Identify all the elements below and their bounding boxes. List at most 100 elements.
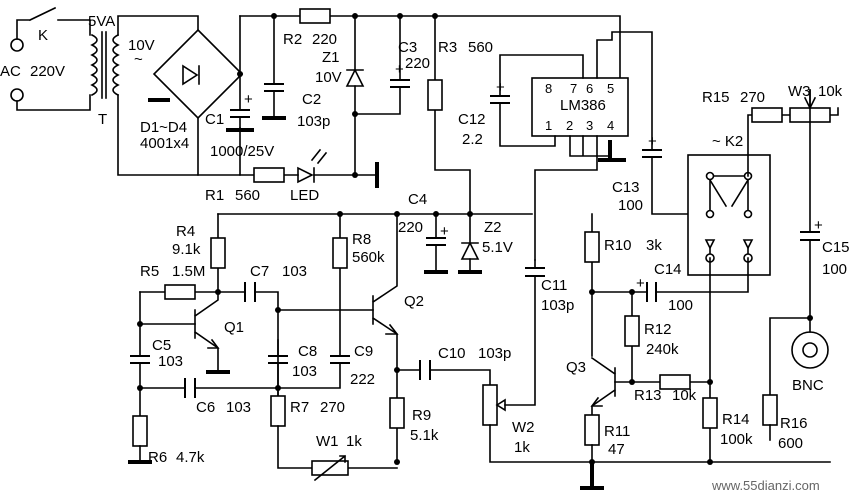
r4-value: 9.1k: [172, 241, 201, 258]
r10-label: R10: [604, 237, 632, 254]
pin-2: 2: [566, 118, 573, 133]
r16-value: 600: [778, 435, 803, 452]
mains-voltage: 220V: [30, 63, 65, 80]
diode-part: 4001x4: [140, 135, 189, 152]
r9-label: R9: [412, 407, 431, 424]
switch-label: K: [38, 27, 48, 44]
c1-plus: +: [244, 91, 253, 108]
r5-label: R5: [140, 263, 159, 280]
c4-plus: +: [440, 223, 449, 240]
c10-label: C10: [438, 345, 466, 362]
r9-value: 5.1k: [410, 427, 439, 444]
r3-label: R3: [438, 39, 457, 56]
c6-value: 103: [226, 399, 251, 416]
c1-value: 1000/25V: [210, 143, 274, 160]
r13-label: R13: [634, 387, 662, 404]
r14-value: 100k: [720, 431, 753, 448]
r13-value: 10k: [672, 387, 697, 404]
z1-value: 10V: [315, 69, 342, 86]
c6-label: C6: [196, 399, 215, 416]
c5-value: 103: [158, 353, 183, 370]
ac-label: AC: [0, 63, 21, 80]
r1-value: 560: [235, 187, 260, 204]
r8-value: 560k: [352, 249, 385, 266]
r15-value: 270: [740, 89, 765, 106]
c14-label: C14: [654, 261, 682, 278]
r11-value: 47: [608, 441, 625, 458]
c10-value: 103p: [478, 345, 511, 362]
secondary-voltage: 10V: [128, 37, 155, 54]
c12-value: 2.2: [462, 131, 483, 148]
k2-label: ~ K2: [712, 133, 743, 150]
w2-label: W2: [512, 419, 535, 436]
r7-value: 270: [320, 399, 345, 416]
c15-value: 100: [822, 261, 847, 278]
c7-label: C7: [250, 263, 269, 280]
q2-label: Q2: [404, 293, 424, 310]
r1-label: R1: [205, 187, 224, 204]
r3-value: 560: [468, 39, 493, 56]
r2-value: 220: [312, 31, 337, 48]
pin-3: 3: [586, 118, 593, 133]
r12-value: 240k: [646, 341, 679, 358]
w1-value: 1k: [346, 433, 362, 450]
c3-value: 220: [405, 55, 430, 72]
c15-plus: +: [814, 217, 823, 234]
ic-label: LM386: [560, 97, 606, 114]
transformer-rating: 5VA: [88, 13, 115, 30]
c11-label: C11: [541, 277, 567, 294]
c8-value: 103: [292, 363, 317, 380]
w3-value: 10k: [818, 83, 843, 100]
w2-value: 1k: [514, 439, 530, 456]
wires: [10, 6, 839, 490]
r11-label: R11: [604, 423, 630, 440]
r5-value: 1.5M: [172, 263, 205, 280]
c4-value: 220: [398, 219, 423, 236]
r14-label: R14: [722, 411, 750, 428]
pin-8: 8: [545, 81, 552, 96]
r2-label: R2: [283, 31, 302, 48]
d1d4-label: D1~D4: [140, 119, 187, 136]
pin-6: 6: [586, 81, 593, 96]
watermark: www.55dianzi.com: [711, 478, 820, 493]
z2-label: Z2: [484, 219, 502, 236]
c3-plus: +: [395, 61, 404, 78]
c8-label: C8: [298, 343, 317, 360]
c11-value: 103p: [541, 297, 574, 314]
pin-5: 5: [607, 81, 614, 96]
junction-dots: [137, 13, 813, 465]
c2-label: C2: [302, 91, 321, 108]
z2-value: 5.1V: [482, 239, 513, 256]
tilde-label: ~: [134, 51, 143, 68]
q3-label: Q3: [566, 359, 586, 376]
bnc-label: BNC: [792, 377, 824, 394]
c9-value: 222: [350, 371, 375, 388]
pin-1: 1: [545, 118, 552, 133]
c4-label: C4: [408, 191, 427, 208]
led-label: LED: [290, 187, 319, 204]
c3-label: C3: [398, 39, 417, 56]
r6-label: R6: [148, 449, 167, 466]
pin-7: 7: [570, 81, 577, 96]
labels: K 5VA AC 220V 10V ~ T D1~D4 4001x4 C1 10…: [0, 13, 850, 493]
c12-plus: +: [496, 79, 505, 96]
r4-label: R4: [176, 223, 195, 240]
w3-label: W3: [788, 83, 811, 100]
c12-label: C12: [458, 111, 486, 128]
r12-label: R12: [644, 321, 672, 338]
q1-label: Q1: [224, 319, 244, 336]
w1-label: W1: [316, 433, 339, 450]
c1-label: C1: [205, 111, 224, 128]
c2-value: 103p: [297, 113, 330, 130]
r6-value: 4.7k: [176, 449, 205, 466]
pin-4: 4: [607, 118, 614, 133]
c15-label: C15: [822, 239, 850, 256]
c13-label: C13: [612, 179, 640, 196]
r15-label: R15: [702, 89, 730, 106]
r10-value: 3k: [646, 237, 662, 254]
z1-label: Z1: [322, 49, 340, 66]
transformer-label: T: [98, 111, 107, 128]
c14-value: 100: [668, 297, 693, 314]
c5-label: C5: [152, 337, 171, 354]
